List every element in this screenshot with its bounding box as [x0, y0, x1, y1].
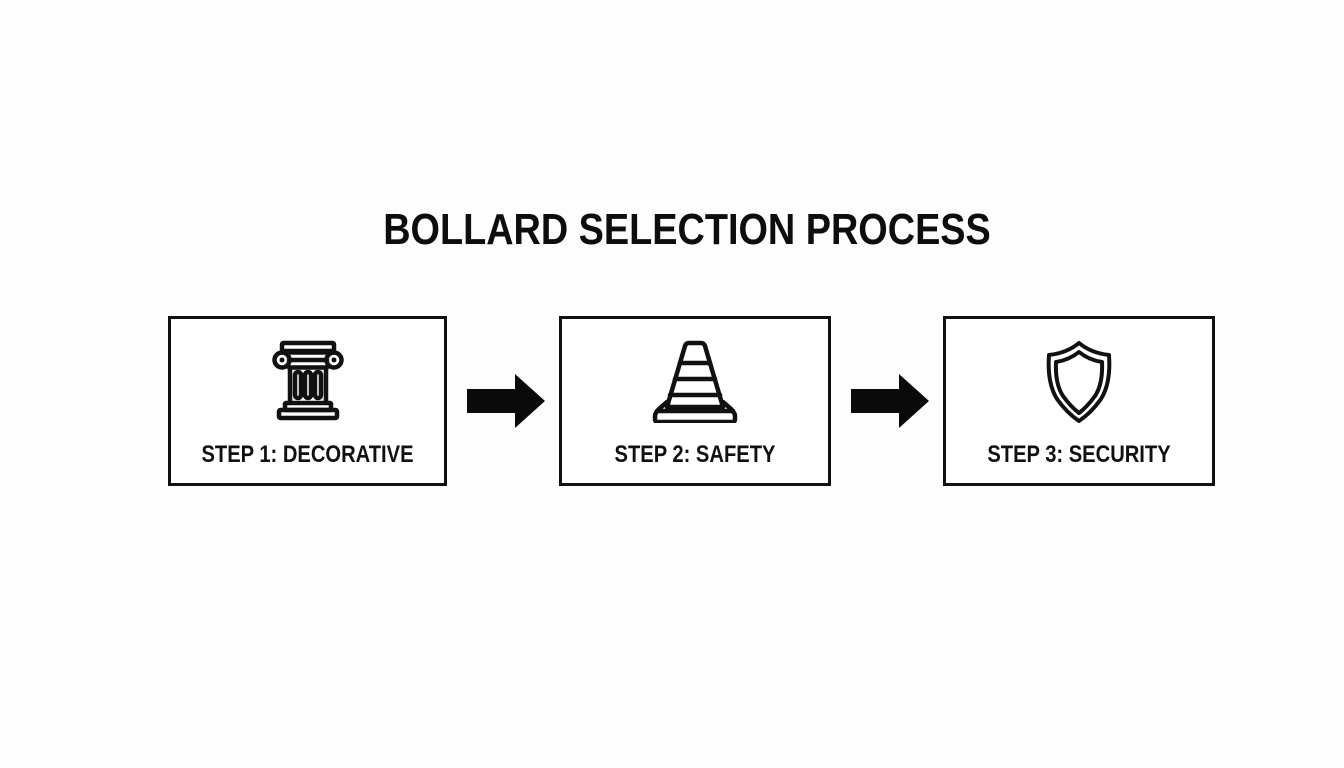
- shield-icon: [1039, 339, 1119, 423]
- step-box-decorative: STEP 1: DECORATIVE: [168, 316, 447, 486]
- column-icon: [268, 339, 348, 423]
- traffic-cone-icon: [649, 339, 741, 423]
- step-label: STEP 1: DECORATIVE: [201, 441, 414, 468]
- step-box-safety: STEP 2: SAFETY: [559, 316, 831, 486]
- arrow-right-icon: [851, 374, 929, 428]
- step-label: STEP 2: SAFETY: [614, 441, 776, 468]
- diagram-title: BOLLARD SELECTION PROCESS: [383, 205, 991, 254]
- step-label: STEP 3: SECURITY: [987, 441, 1171, 468]
- arrow-right-icon: [467, 374, 545, 428]
- step-box-security: STEP 3: SECURITY: [943, 316, 1215, 486]
